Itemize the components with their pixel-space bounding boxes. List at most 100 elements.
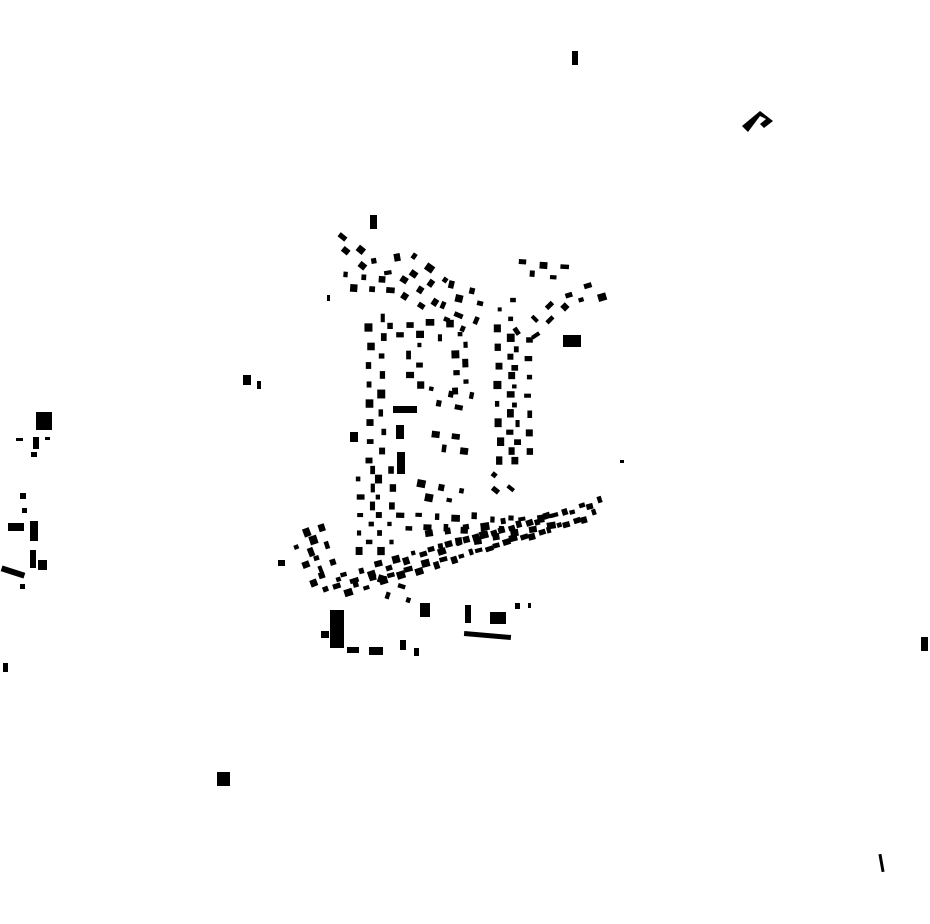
building xyxy=(31,452,37,457)
building xyxy=(343,587,354,598)
building xyxy=(538,528,547,536)
building xyxy=(463,341,468,348)
building xyxy=(527,532,536,541)
building xyxy=(545,315,555,325)
building xyxy=(498,525,504,532)
building xyxy=(327,295,330,301)
building xyxy=(358,567,365,575)
building xyxy=(400,291,410,301)
building xyxy=(391,554,401,564)
building xyxy=(321,585,330,593)
building xyxy=(356,494,365,500)
building xyxy=(508,316,514,322)
building xyxy=(415,512,422,518)
building xyxy=(430,297,440,307)
building xyxy=(423,524,432,531)
building xyxy=(367,342,375,351)
building xyxy=(578,502,586,509)
building xyxy=(438,556,448,563)
building xyxy=(375,494,380,500)
building xyxy=(368,521,374,527)
building xyxy=(458,553,465,559)
building xyxy=(431,430,441,439)
building xyxy=(441,276,449,284)
building xyxy=(527,410,533,418)
building xyxy=(495,362,503,370)
building xyxy=(355,546,363,555)
building xyxy=(454,294,464,304)
building xyxy=(366,419,374,426)
building xyxy=(462,358,469,368)
building xyxy=(378,409,384,417)
building xyxy=(330,610,344,648)
building xyxy=(370,465,376,475)
building xyxy=(506,391,515,398)
building xyxy=(436,547,447,556)
building xyxy=(397,452,405,474)
building xyxy=(476,300,484,307)
building xyxy=(0,565,26,579)
building xyxy=(410,550,416,556)
building xyxy=(525,429,533,437)
building xyxy=(45,437,50,440)
building xyxy=(355,244,367,255)
building xyxy=(526,374,533,380)
building xyxy=(496,456,503,465)
building xyxy=(306,546,316,558)
building xyxy=(20,493,26,499)
building xyxy=(369,647,383,655)
building xyxy=(406,322,414,328)
building xyxy=(583,282,593,290)
building xyxy=(317,565,325,575)
building xyxy=(437,334,442,342)
building xyxy=(370,257,377,265)
building xyxy=(384,591,391,600)
building xyxy=(508,447,515,455)
building xyxy=(590,508,597,516)
building xyxy=(3,663,8,672)
building xyxy=(420,558,431,569)
building xyxy=(564,291,573,299)
building xyxy=(332,582,342,590)
building xyxy=(478,530,490,540)
building xyxy=(423,262,436,274)
building xyxy=(364,323,373,332)
building xyxy=(506,484,516,493)
building xyxy=(301,560,311,570)
building xyxy=(459,325,466,333)
building xyxy=(385,564,393,572)
building xyxy=(596,292,608,302)
building xyxy=(352,581,360,588)
building xyxy=(427,545,435,553)
building xyxy=(513,346,519,353)
building xyxy=(506,409,514,418)
building xyxy=(468,391,475,400)
building xyxy=(434,513,440,520)
building xyxy=(515,603,520,609)
building xyxy=(397,583,406,590)
building xyxy=(410,252,418,260)
building xyxy=(355,476,361,482)
building xyxy=(506,429,514,435)
building xyxy=(383,269,392,276)
building xyxy=(453,370,460,376)
building xyxy=(321,631,329,638)
building xyxy=(620,460,624,463)
building xyxy=(490,485,501,495)
building xyxy=(596,495,603,504)
building xyxy=(416,478,427,489)
building xyxy=(441,444,447,453)
building xyxy=(380,313,385,323)
building xyxy=(546,521,557,530)
building xyxy=(339,571,348,578)
building xyxy=(38,560,47,570)
building xyxy=(356,530,362,536)
building xyxy=(474,547,483,554)
building xyxy=(33,437,39,449)
building xyxy=(317,523,326,533)
building xyxy=(451,433,461,440)
building xyxy=(518,516,526,522)
building xyxy=(742,111,773,132)
building xyxy=(317,571,326,580)
building xyxy=(444,527,452,535)
